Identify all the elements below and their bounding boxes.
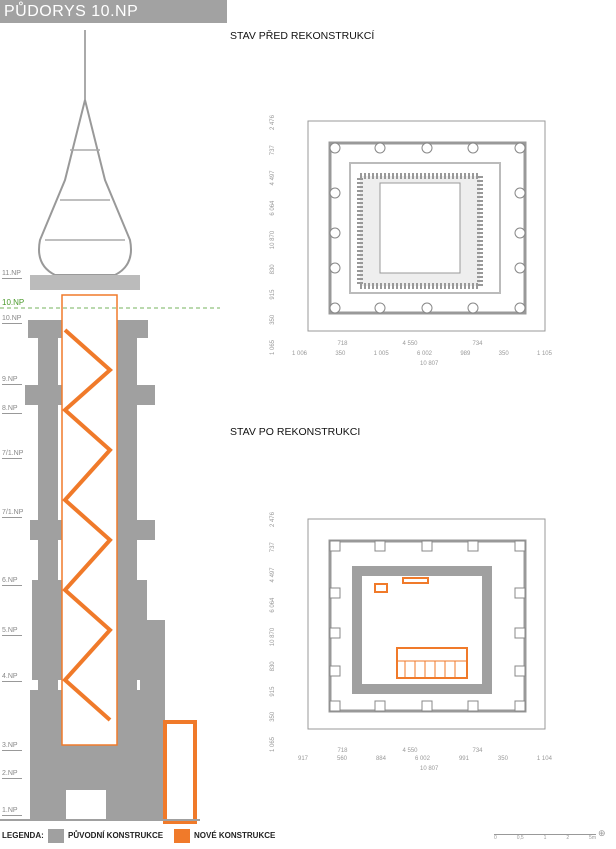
dimension: 1 104: [536, 756, 552, 762]
dimension: 6 002: [414, 756, 430, 762]
legend-swatch-new: [174, 829, 190, 843]
floor-label: 10.NP: [2, 315, 22, 324]
dimension: 1 105: [536, 351, 552, 357]
dimension: 2 476: [270, 115, 276, 131]
floor-label-current: 10.NP: [2, 298, 25, 307]
dimension: 560: [336, 756, 347, 762]
dimension: 989: [460, 351, 471, 357]
dimension: 350: [335, 351, 346, 357]
floor-label: 7/1.NP: [2, 509, 24, 518]
dimension: 350: [497, 756, 508, 762]
dimension-row-inner: 718 4 550 734: [310, 748, 510, 754]
dimension-total: 10 807: [420, 766, 439, 772]
scale-tick: 5m: [589, 835, 596, 841]
dimension: 4 550: [402, 748, 418, 754]
dimension: 734: [472, 748, 483, 754]
dimension-column: 1 065 350 915 830 10 870 6 064 4 497 737 2 476: [270, 512, 276, 752]
legend-original: PŮVODNÍ KONSTRUKCE: [68, 831, 164, 840]
dimension: 4 550: [402, 341, 418, 347]
dimension: 6 002: [416, 351, 432, 357]
floor-label: 9.NP: [2, 376, 22, 385]
dimension-row-outer: 917 560 884 6 002 991 350 1 104: [298, 756, 552, 762]
floor-label: 11.NP: [2, 270, 22, 279]
dimension: 4 497: [270, 170, 276, 186]
floor-label: 1.NP: [2, 807, 22, 816]
floor-label: 2.NP: [2, 770, 22, 779]
dimension: 830: [270, 661, 276, 672]
floor-plan-before: [307, 120, 546, 332]
floor-label: 7/1.NP: [2, 450, 24, 459]
dimension: 350: [270, 314, 276, 325]
dimension: 718: [337, 748, 348, 754]
dimension: 734: [472, 341, 483, 347]
dimension: 4 497: [270, 567, 276, 583]
dimension: 350: [498, 351, 509, 357]
scale-tick: 0: [494, 835, 497, 841]
plan-after-title: STAV PO REKONSTRUKCI: [230, 426, 361, 438]
dimension: 884: [375, 756, 386, 762]
north-arrow-icon: ⊕: [598, 828, 606, 838]
dimension: 1 006: [292, 351, 308, 357]
legend-new: NOVÉ KONSTRUKCE: [194, 831, 276, 840]
dimension: 350: [270, 711, 276, 722]
dimension: 10 870: [270, 230, 276, 250]
legend-label: LEGENDA:: [2, 831, 44, 840]
floor-label: 6.NP: [2, 577, 22, 586]
legend-swatch-original: [48, 829, 64, 843]
dimension: 915: [270, 289, 276, 300]
dimension-row-inner: 718 4 550 734: [310, 341, 510, 347]
dimension: 737: [270, 145, 276, 156]
floor-label: 3.NP: [2, 742, 22, 751]
dimension: 718: [337, 341, 348, 347]
dimension: 917: [298, 756, 309, 762]
dimension: 10 870: [270, 627, 276, 647]
scale-bar: 0 0,5 1 2 5m ⊕: [494, 828, 606, 841]
floor-label: 4.NP: [2, 673, 22, 682]
dimension: 830: [270, 264, 276, 275]
plan-before-title: STAV PŘED REKONSTRUKCÍ: [230, 30, 375, 42]
dimension: 6 064: [270, 200, 276, 216]
dimension-row-outer: 1 006 350 1 005 6 002 989 350 1 105: [292, 351, 552, 357]
scale-tick: 0,5: [516, 835, 524, 841]
dimension: 1 065: [270, 339, 276, 355]
dimension: 915: [270, 686, 276, 697]
scale-tick: 2: [566, 835, 570, 841]
floor-label: 8.NP: [2, 405, 22, 414]
dimension: 1 065: [270, 736, 276, 752]
floor-plan-after: [307, 518, 546, 730]
floor-label: 5.NP: [2, 627, 22, 636]
page-title: PŮDORYS 10.NP: [0, 0, 227, 23]
dimension-column: 1 065 350 915 830 10 870 6 064 4 497 737 2 476: [270, 115, 276, 355]
dimension: 6 064: [270, 597, 276, 613]
dimension: 737: [270, 542, 276, 553]
dimension: 991: [458, 756, 469, 762]
dimension: 1 005: [373, 351, 389, 357]
scale-tick: 1: [543, 835, 547, 841]
dimension-total: 10 807: [420, 361, 439, 367]
tower-section-drawing: [0, 30, 220, 824]
dimension: 2 476: [270, 512, 276, 528]
